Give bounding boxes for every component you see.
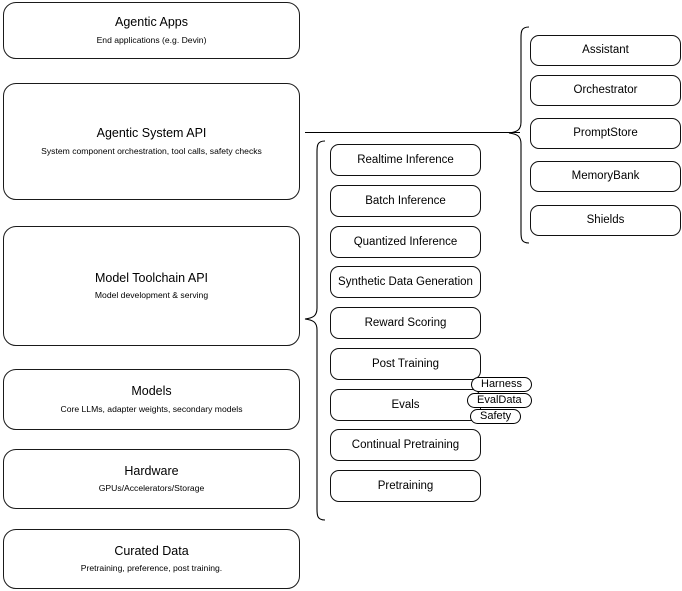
- layer-title: Agentic System API: [96, 126, 207, 141]
- layer-box-curated-data[interactable]: Curated Data Pretraining, preference, po…: [3, 529, 300, 589]
- layer-subtitle: Core LLMs, adapter weights, secondary mo…: [60, 403, 243, 414]
- capability-label: Reward Scoring: [364, 316, 447, 329]
- layer-subtitle: System component orchestration, tool cal…: [41, 145, 262, 156]
- layer-title: Model Toolchain API: [94, 270, 209, 285]
- capability-label: Continual Pretraining: [351, 438, 460, 451]
- layer-subtitle: End applications (e.g. Devin): [96, 34, 207, 45]
- capability-box-continual-pretraining[interactable]: Continual Pretraining: [330, 429, 481, 461]
- layer-box-model-toolchain-api[interactable]: Model Toolchain API Model development & …: [3, 226, 300, 346]
- brace-capabilities: [304, 140, 326, 521]
- eval-tag-safety[interactable]: Safety: [470, 409, 522, 424]
- capability-box-quantized-inference[interactable]: Quantized Inference: [330, 226, 481, 258]
- component-box-shields[interactable]: Shields: [530, 205, 681, 236]
- eval-tag-harness[interactable]: Harness: [471, 377, 532, 392]
- layer-title: Curated Data: [114, 543, 189, 558]
- capability-label: Synthetic Data Generation: [338, 275, 473, 288]
- component-box-orchestrator[interactable]: Orchestrator: [530, 75, 681, 106]
- layer-box-hardware[interactable]: Hardware GPUs/Accelerators/Storage: [3, 449, 300, 509]
- connector-line-agentic-system-api: [305, 132, 520, 133]
- layer-subtitle: GPUs/Accelerators/Storage: [98, 483, 205, 494]
- eval-tag-evaldata[interactable]: EvalData: [467, 393, 532, 408]
- capability-box-reward-scoring[interactable]: Reward Scoring: [330, 307, 481, 339]
- layer-box-models[interactable]: Models Core LLMs, adapter weights, secon…: [3, 369, 300, 430]
- capability-box-pretraining[interactable]: Pretraining: [330, 470, 481, 502]
- capability-label: Pretraining: [377, 479, 434, 492]
- layer-title: Agentic Apps: [115, 15, 188, 30]
- component-label: MemoryBank: [571, 170, 640, 183]
- layer-box-agentic-system-api[interactable]: Agentic System API System component orch…: [3, 83, 300, 200]
- layer-subtitle: Model development & serving: [94, 290, 209, 301]
- component-label: Shields: [586, 214, 625, 227]
- layer-box-agentic-apps[interactable]: Agentic Apps End applications (e.g. Devi…: [3, 2, 300, 59]
- capability-label: Evals: [391, 398, 420, 411]
- capability-box-post-training[interactable]: Post Training: [330, 348, 481, 380]
- capability-label: Realtime Inference: [357, 153, 454, 166]
- component-label: PromptStore: [573, 127, 638, 140]
- component-box-memorybank[interactable]: MemoryBank: [530, 161, 681, 192]
- capability-label: Quantized Inference: [353, 235, 458, 248]
- component-box-promptstore[interactable]: PromptStore: [530, 118, 681, 149]
- layer-title: Models: [131, 384, 172, 399]
- brace-components: [508, 26, 530, 244]
- component-label: Assistant: [582, 44, 629, 57]
- capability-label: Batch Inference: [365, 194, 446, 207]
- capability-box-batch-inference[interactable]: Batch Inference: [330, 185, 481, 217]
- capability-box-realtime-inference[interactable]: Realtime Inference: [330, 144, 481, 176]
- capability-label: Post Training: [371, 357, 440, 370]
- capability-box-evals[interactable]: Evals: [330, 389, 481, 421]
- component-box-assistant[interactable]: Assistant: [530, 35, 681, 66]
- layer-title: Hardware: [124, 463, 179, 478]
- capability-box-synthetic-data-generation[interactable]: Synthetic Data Generation: [330, 266, 481, 298]
- component-label: Orchestrator: [573, 84, 638, 97]
- layer-subtitle: Pretraining, preference, post training.: [80, 563, 223, 574]
